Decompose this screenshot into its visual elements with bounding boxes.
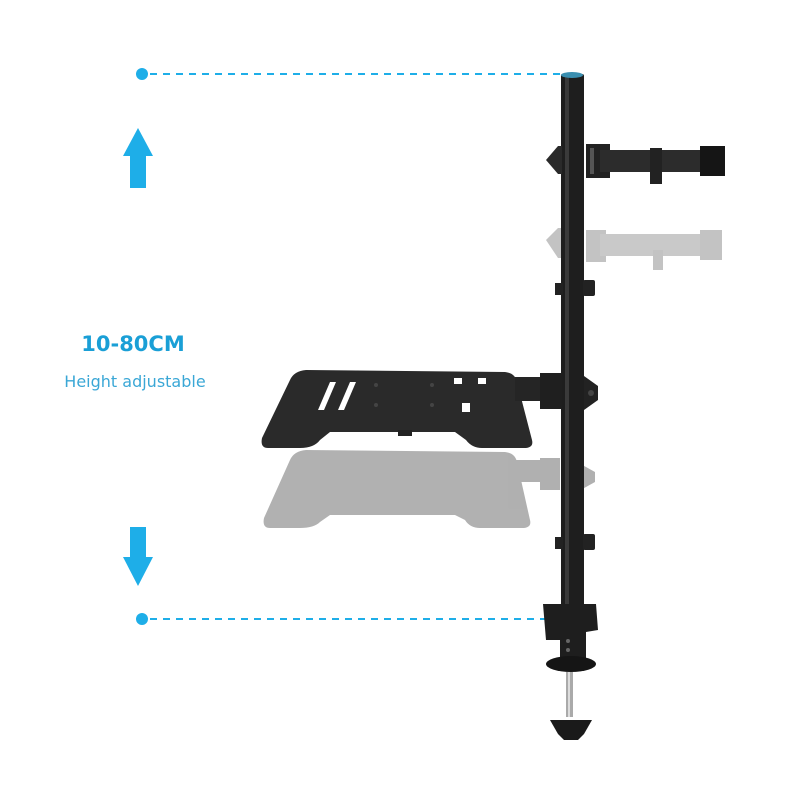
height-adjustable-label: Height adjustable (64, 372, 206, 391)
pole-collars (555, 280, 595, 550)
clamp-knob-icon (550, 720, 592, 740)
arrow-up-icon (123, 128, 153, 188)
laptop-tray (261, 370, 598, 448)
bottom-measure-line (136, 613, 590, 625)
arrow-down-icon (123, 527, 153, 586)
top-measure-line (136, 68, 572, 80)
pole (561, 74, 584, 619)
desk-clamp (543, 604, 598, 740)
laptop-tray-ghost (263, 450, 595, 528)
monitor-arm (546, 144, 725, 184)
height-range-label: 10-80CM (81, 332, 185, 356)
monitor-arm-ghost (546, 228, 722, 270)
